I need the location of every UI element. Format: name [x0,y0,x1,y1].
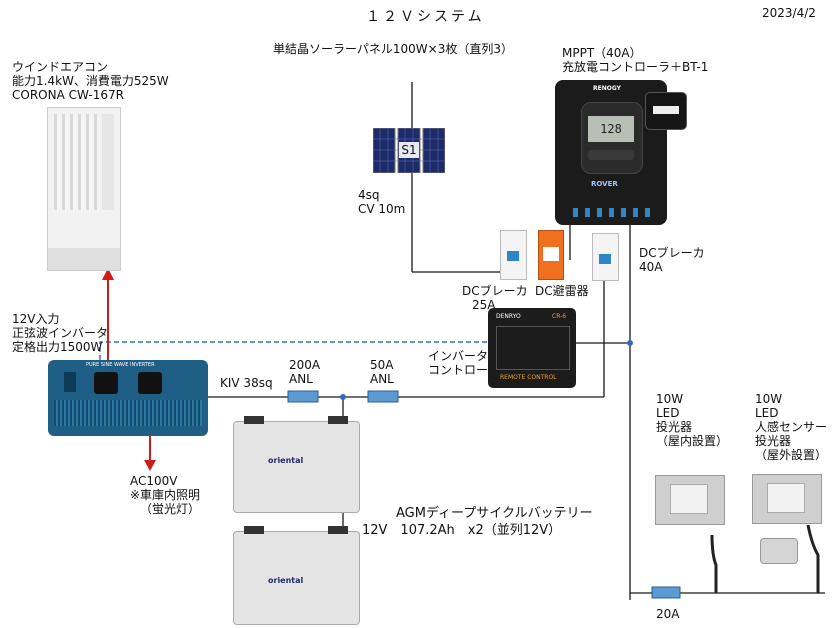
solar-panel: S1 [372,127,446,174]
battery-1-brand: oriental [268,456,304,465]
dc-breaker-25a [500,230,527,280]
ac-outlet-2 [138,372,162,394]
inverter-controller-label: インバータコントローラ [428,349,501,377]
solar-label: 単結晶ソーラーパネル100W×3枚（直列3） [273,42,513,56]
fuse-50a [367,390,399,403]
junction-dot [340,394,346,400]
battery-2-brand: oriental [268,576,304,585]
mppt-terminals [573,208,653,217]
led-floodlight-indoor [655,475,725,525]
date-label: 2023/4/2 [762,6,816,20]
inverter-remote-controller: DENRYO CR-6 REMOTE CONTROL [488,308,576,388]
led-indoor-cable [710,534,718,593]
controller-brand: DENRYO [496,313,521,320]
mppt-name: ROVER [591,180,618,188]
mppt-buttons [588,150,634,160]
battery-1: oriental [233,416,360,513]
surge-label: DC避雷器 [535,284,589,298]
inverter-face-text: PURE SINE WAVE INVERTER [86,362,155,368]
page-title: １２Ｖシステム [366,9,485,25]
fuse-200a [287,390,319,403]
lighting-arrow-icon [144,460,156,471]
mppt-brand: RENOGY [593,85,621,92]
aircon-arrow-icon [102,268,114,280]
motion-sensor [760,538,798,564]
panel-tag: S1 [399,142,419,158]
battery-2: oriental [233,526,360,625]
fuse-20a-label: 20A [656,607,680,621]
led-outdoor-cable [806,524,820,593]
inverter-switch [64,372,76,392]
dc-breaker-40a [592,233,619,281]
inverter-remote-signal [99,341,488,360]
inverter-fins [54,400,202,426]
dc-surge-arrester [538,230,564,280]
window-aircon [47,107,121,271]
bt1-module [645,92,687,130]
controller-bottom-text: REMOTE CONTROL [500,374,557,381]
sine-wave-inverter: PURE SINE WAVE INVERTER [48,360,208,436]
ac-out-label: AC100V※車庫内照明（蛍光灯） [130,474,201,516]
inverter-label: 12V入力正弦波インバータ定格出力1500W [12,312,109,354]
fuse-20a [651,586,681,599]
led-floodlight-outdoor [752,474,822,524]
mppt-display: 128 [588,116,634,142]
mppt-controller: RENOGY 128 ROVER [555,80,667,225]
ac-outlet-1 [94,372,118,394]
junction-dot-2 [627,340,633,346]
mppt-label: MPPT（40A）充放電コントローラ＋BT-1 [562,46,709,74]
kiv-label: KIV 38sq [220,376,273,390]
controller-model: CR-6 [552,313,567,320]
